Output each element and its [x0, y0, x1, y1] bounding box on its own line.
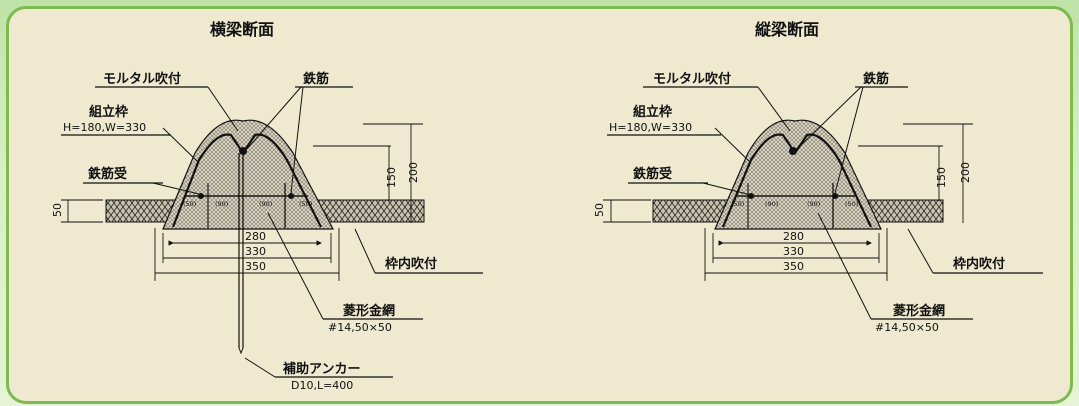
left-dim-330: 330 [245, 245, 266, 258]
right-mesh-leader [817, 212, 872, 320]
left-dim-150: 150 [385, 167, 398, 188]
left-mesh-label: 菱形金網 [343, 303, 395, 319]
left-rebar-2 [288, 193, 294, 199]
right-sub-50a: (50) [731, 200, 744, 208]
left-sub-50b: (50) [299, 200, 312, 208]
left-sub-90b: (90) [259, 200, 272, 208]
left-sub-90a: (90) [215, 200, 228, 208]
right-vertical-dimensions [603, 123, 973, 223]
left-title: 横梁断面 [210, 20, 274, 39]
right-rebar-label: 鉄筋 [863, 71, 889, 87]
right-sub-90b: (90) [807, 200, 820, 208]
right-sub-50b: (50) [845, 200, 858, 208]
right-bottom-dimensions [704, 228, 888, 281]
left-mortar-dome [162, 119, 334, 230]
right-rebar-leader-2 [834, 86, 864, 194]
left-mesh-spec: #14,50×50 [328, 321, 392, 334]
left-dim-200: 200 [407, 162, 420, 183]
left-rebar-label: 鉄筋 [303, 71, 329, 87]
left-inner-spray-leader [354, 228, 376, 274]
right-rebar-top [789, 147, 797, 155]
left-anchor-spec: D10,L=400 [291, 379, 353, 392]
right-mortar-label: モルタル吹付 [653, 71, 731, 87]
left-anchor-tip [238, 347, 244, 355]
right-frame-size: H=180,W=330 [609, 121, 692, 134]
right-title: 縦梁断面 [755, 20, 819, 39]
right-rebar-leader-1 [796, 86, 862, 150]
left-frame-size: H=180,W=330 [63, 121, 146, 134]
left-mortar-label: モルタル吹付 [103, 71, 181, 87]
left-frame-leader [162, 127, 200, 164]
left-vertical-dimensions [61, 123, 423, 223]
left-mesh-leader [267, 212, 324, 320]
right-inner-spray-label: 枠内吹付 [953, 256, 1005, 272]
left-mortar-leader [207, 86, 239, 132]
left-frame-label: 組立枠 [89, 104, 128, 120]
right-frame-leader [714, 127, 752, 164]
right-support-label: 鉄筋受 [633, 166, 672, 182]
right-sub-90a: (90) [765, 200, 778, 208]
left-rebar-leader-2 [290, 86, 304, 194]
right-section: 縦梁断面 (50) (90) (90) (50) 280 330 350 [593, 20, 1043, 334]
right-rebar-1 [748, 193, 754, 199]
diagram-panel: 横梁断面 (50) (90) (90) (50) [6, 6, 1073, 404]
right-dim-200: 200 [959, 162, 972, 183]
left-section: 横梁断面 (50) (90) (90) (50) [51, 20, 483, 392]
left-inner-spray-label: 枠内吹付 [385, 256, 437, 272]
right-dim-50: 50 [593, 203, 606, 217]
left-support-label: 鉄筋受 [88, 166, 127, 182]
right-mortar-dome [714, 119, 882, 230]
left-dim-280: 280 [245, 230, 266, 243]
right-mesh-label: 菱形金網 [893, 303, 945, 319]
left-support-leader [152, 182, 204, 196]
left-anchor-label: 補助アンカー [282, 361, 360, 377]
left-dim-350: 350 [245, 260, 266, 273]
right-dim-330: 330 [783, 245, 804, 258]
right-inner-spray-leader [907, 228, 934, 274]
left-bottom-dimensions [154, 228, 340, 281]
left-rebar-top [239, 147, 247, 155]
right-frame-label: 組立枠 [633, 104, 672, 120]
cross-section-drawing: 横梁断面 (50) (90) (90) (50) [51, 20, 1043, 392]
left-dim-50: 50 [51, 203, 64, 217]
right-mesh-spec: #14,50×50 [875, 321, 939, 334]
right-dim-150: 150 [935, 167, 948, 188]
left-sub-50a: (50) [183, 200, 196, 208]
right-support-leader [702, 182, 752, 196]
right-dim-280: 280 [783, 230, 804, 243]
left-rebar-leader-1 [246, 86, 302, 150]
right-mortar-leader [757, 86, 791, 132]
left-anchor-leader [244, 357, 276, 378]
right-dim-350: 350 [783, 260, 804, 273]
